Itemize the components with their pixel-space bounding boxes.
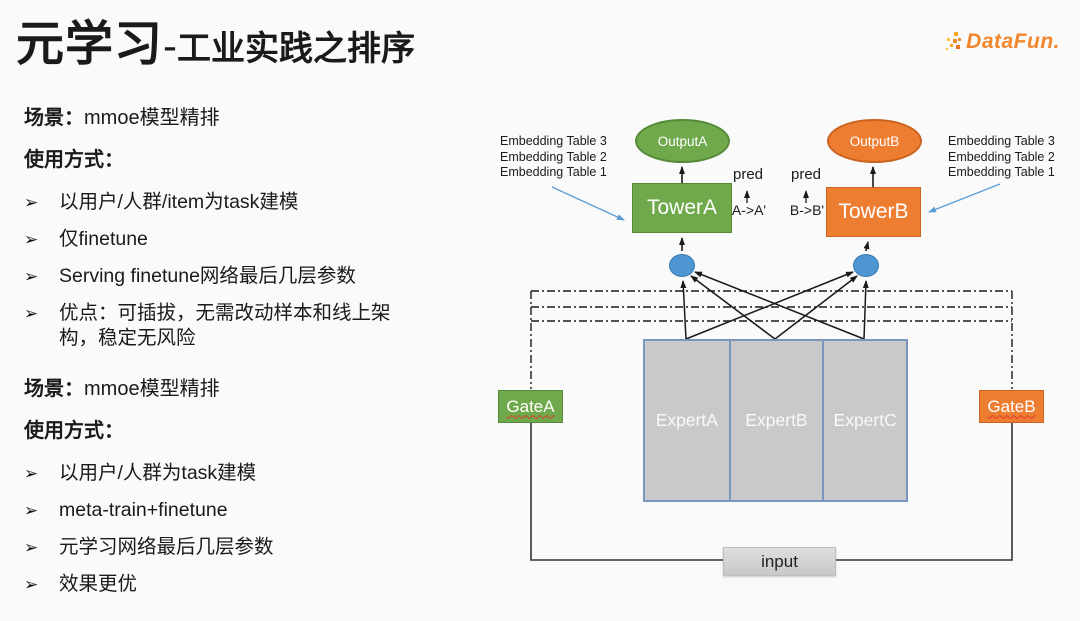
expert-c-node: ExpertC — [822, 341, 907, 500]
bullet-text: 以用户/人群为task建模 — [59, 462, 257, 484]
input-node: input — [723, 547, 836, 576]
bullet-item: ➢ Serving finetune网络最后几层参数 — [24, 264, 472, 289]
finetune-mapping-right: B->B' — [789, 202, 825, 218]
bullet-text: 优点：可插拔，无需改动样本和线上架构，稳定无风险 — [59, 302, 391, 349]
bullet-arrow-icon: ➢ — [24, 267, 39, 286]
bullet-text: Serving finetune网络最后几层参数 — [59, 265, 356, 287]
bullet-arrow-icon: ➢ — [24, 575, 39, 594]
scene-line-1: 场景：mmoe模型精排 — [24, 104, 472, 132]
datafun-logo: DataFun. — [944, 30, 1060, 54]
usage-bullet-list-2: ➢ 以用户/人群为task建模 ➢ meta-train+finetune ➢ … — [24, 461, 472, 597]
left-text-panel: 场景：mmoe模型精排 使用方式： ➢ 以用户/人群/item为task建模 ➢… — [24, 104, 472, 621]
expert-to-gate-node-lines — [680, 271, 869, 340]
gate-a-label: GateA — [506, 396, 555, 416]
bullet-text: 以用户/人群/item为task建模 — [59, 191, 299, 213]
embedding-pointer-arrows — [551, 183, 1001, 221]
bullet-item: ➢ 仅finetune — [24, 227, 472, 252]
usage-line-1: 使用方式： — [24, 149, 124, 171]
bullet-item: ➢ 以用户/人群/item为task建模 — [24, 190, 472, 215]
pred-label-right: pred — [790, 166, 822, 183]
bullet-arrow-icon: ➢ — [24, 464, 39, 483]
expert-b-node: ExpertB — [728, 341, 823, 500]
embedding-table-label: Embedding Table 2 — [500, 149, 607, 164]
embedding-table-label: Embedding Table 1 — [948, 165, 1055, 179]
embedding-tables-right: Embedding Table 3 Embedding Table 2 Embe… — [948, 134, 1055, 181]
datafun-logo-dots-icon — [946, 32, 962, 50]
slide-title: 元学习-工业实践之排序 — [16, 4, 415, 74]
gate-b-node: GateB — [979, 390, 1044, 423]
scene-value: mmoe模型精排 — [84, 378, 220, 400]
bullet-arrow-icon: ➢ — [24, 193, 39, 212]
weighted-sum-node-b — [853, 254, 879, 277]
bullet-item: ➢ 优点：可插拔，无需改动样本和线上架构，稳定无风险 — [24, 301, 472, 351]
expert-a-node: ExpertA — [645, 341, 729, 500]
weighted-sum-node-a — [669, 254, 695, 277]
scene-label: 场景： — [24, 378, 84, 400]
embedding-table-label: Embedding Table 3 — [948, 134, 1055, 148]
bullet-text: 效果更优 — [59, 573, 138, 595]
datafun-logo-text: DataFun. — [966, 30, 1060, 53]
usage-bullet-list-1: ➢ 以用户/人群/item为task建模 ➢ 仅finetune ➢ Servi… — [24, 190, 472, 351]
gate-a-node: GateA — [498, 390, 563, 423]
bullet-item: ➢ 以用户/人群为task建模 — [24, 461, 472, 486]
finetune-mapping-left: A->A' — [731, 202, 767, 218]
output-a-node: OutputA — [635, 119, 730, 163]
embedding-table-label: Embedding Table 3 — [500, 134, 607, 148]
embedding-table-label: Embedding Table 1 — [500, 165, 607, 179]
scene-label: 场景： — [24, 107, 84, 129]
usage-line-2: 使用方式： — [24, 420, 124, 442]
experts-block: ExpertA ExpertB ExpertC — [643, 339, 908, 502]
embedding-table-label: Embedding Table 2 — [948, 149, 1055, 164]
tower-a-node: TowerA — [632, 183, 732, 233]
bullet-item: ➢ meta-train+finetune — [24, 498, 472, 523]
output-b-node: OutputB — [827, 119, 922, 163]
gate-b-label: GateB — [987, 396, 1036, 416]
tower-b-node: TowerB — [826, 187, 921, 237]
bullet-arrow-icon: ➢ — [24, 501, 39, 520]
bullet-arrow-icon: ➢ — [24, 304, 39, 323]
slide-title-secondary: 工业实践之排序 — [177, 30, 416, 68]
bullet-item: ➢ 效果更优 — [24, 572, 472, 597]
scene-line-2: 场景：mmoe模型精排 — [24, 375, 472, 403]
slide-title-separator: - — [163, 22, 178, 69]
bullet-arrow-icon: ➢ — [24, 230, 39, 249]
bullet-text: 元学习网络最后几层参数 — [59, 536, 274, 558]
bullet-arrow-icon: ➢ — [24, 538, 39, 557]
embedding-tables-left: Embedding Table 3 Embedding Table 2 Embe… — [500, 134, 607, 181]
pred-label-left: pred — [732, 166, 764, 183]
scene-value: mmoe模型精排 — [84, 107, 220, 129]
bullet-text: meta-train+finetune — [59, 499, 228, 521]
slide-title-primary: 元学习 — [16, 18, 164, 71]
bullet-text: 仅finetune — [59, 228, 148, 250]
bullet-item: ➢ 元学习网络最后几层参数 — [24, 535, 472, 560]
